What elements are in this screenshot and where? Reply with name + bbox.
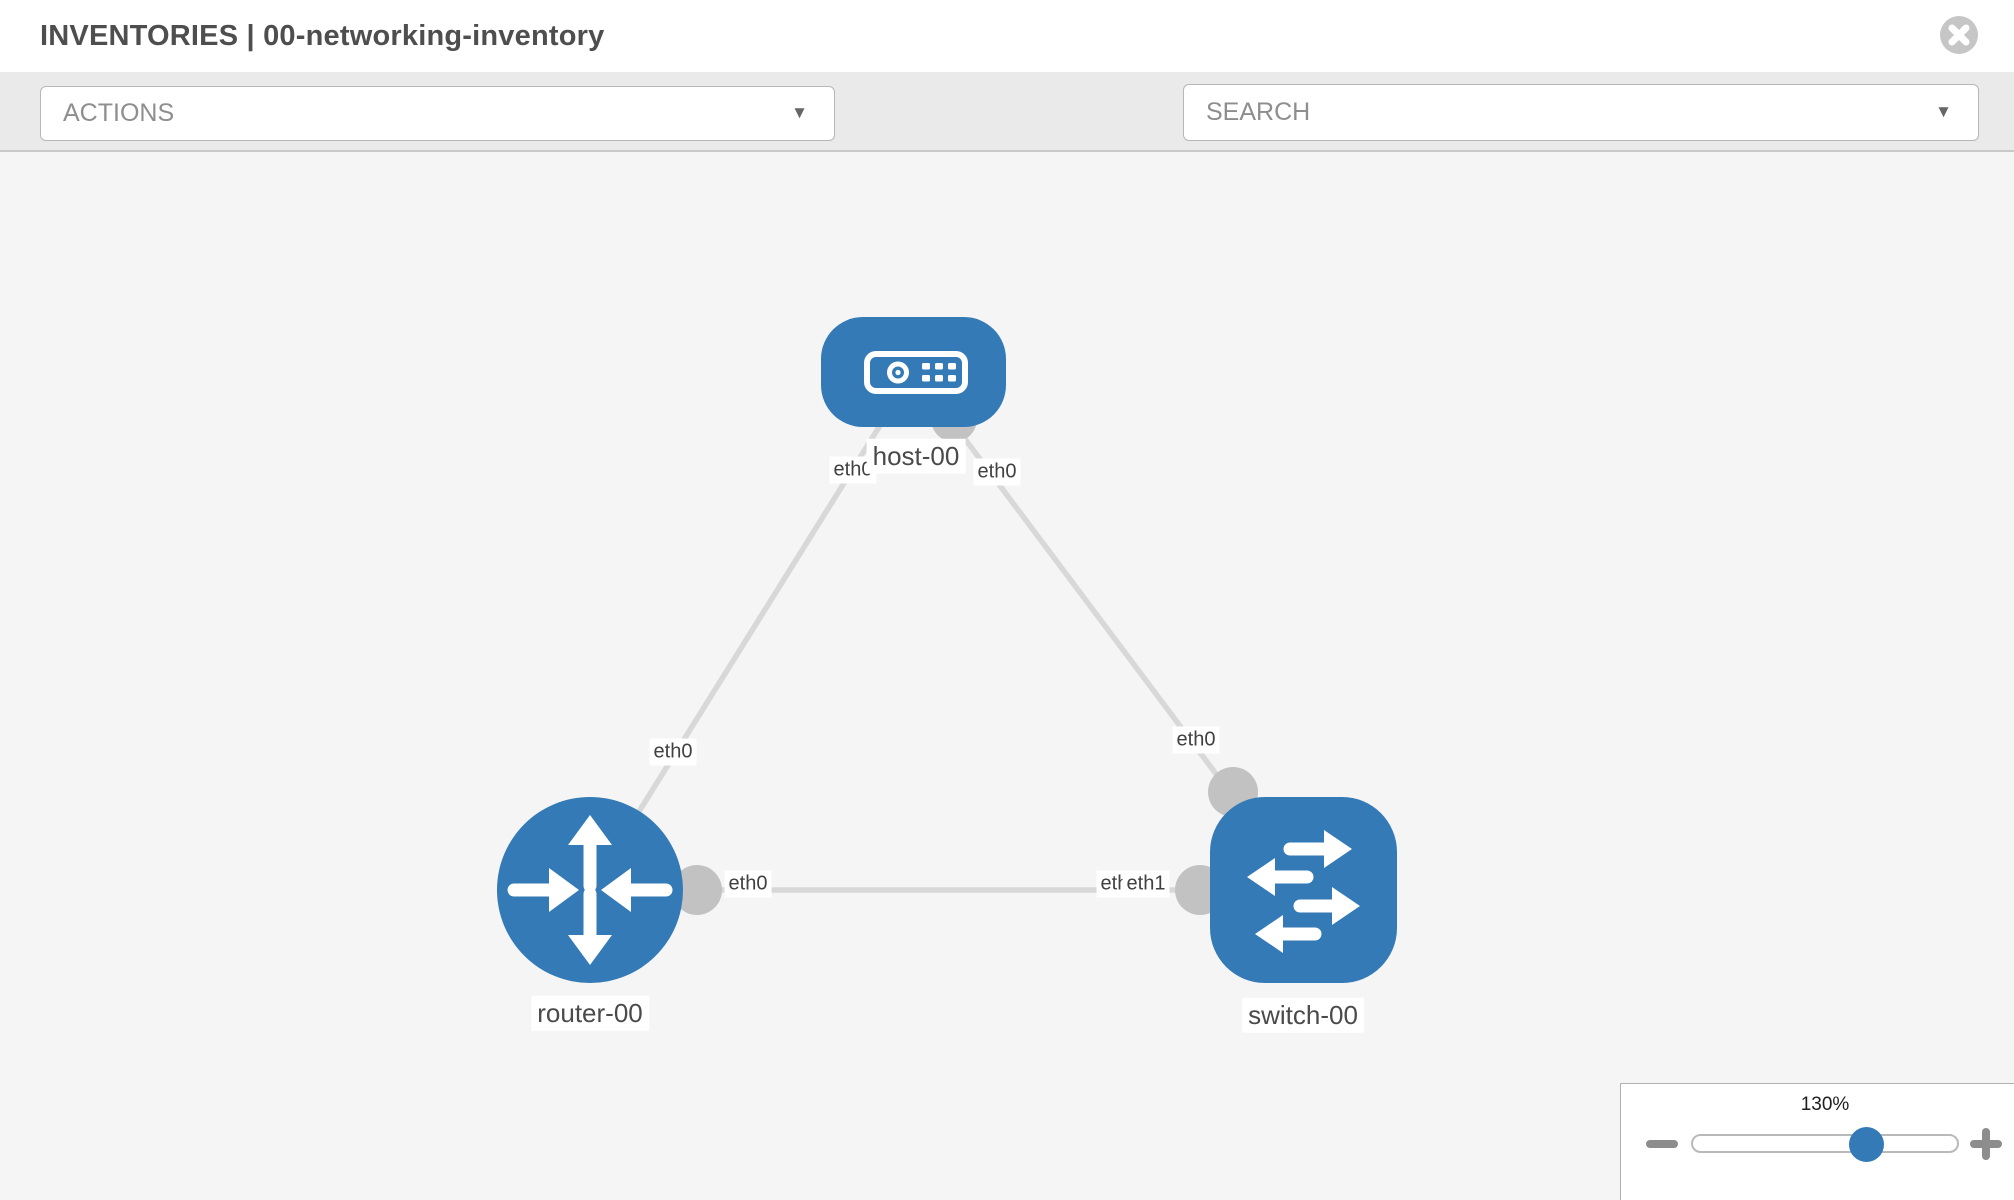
zoom-level-label: 130%	[1800, 1094, 1850, 1115]
host-icon	[864, 351, 968, 394]
actions-dropdown[interactable]: ACTIONS ▼	[40, 86, 835, 141]
topology-svg	[497, 317, 1397, 983]
toolbar: ACTIONS ▼ SEARCH ▼	[0, 72, 2014, 206]
zoom-slider-thumb[interactable]	[1849, 1127, 1884, 1162]
switch-icon	[1247, 830, 1360, 953]
iface-label-router-right: eth0	[724, 870, 772, 898]
node-label-router: router-00	[531, 995, 649, 1031]
node-label-host: host-00	[866, 438, 966, 474]
interface-circle-router-right	[672, 865, 722, 915]
search-dropdown[interactable]: SEARCH ▼	[1183, 84, 1979, 141]
header: INVENTORIES | 00-networking-inventory	[0, 0, 2014, 72]
actions-dropdown-label: ACTIONS	[63, 99, 175, 127]
page-title: INVENTORIES | 00-networking-inventory	[40, 20, 605, 52]
router-icon	[507, 815, 673, 965]
iface-label-switch-top: eth0	[1172, 726, 1220, 754]
zoom-slider-track[interactable]	[1691, 1127, 1959, 1162]
node-host-00[interactable]	[821, 317, 1006, 427]
zoom-in-icon[interactable]	[1968, 1126, 2004, 1162]
iface-label-switch-left: eth1	[1122, 870, 1170, 898]
zoom-panel: 130%	[1620, 1083, 2014, 1200]
chevron-down-icon: ▼	[1935, 101, 1952, 121]
zoom-out-icon[interactable]	[1644, 1126, 1680, 1162]
iface-label-host-right: eth0	[973, 458, 1021, 486]
iface-label-router-top: eth0	[649, 738, 697, 766]
node-switch-00[interactable]	[1210, 797, 1397, 983]
chevron-down-icon: ▼	[791, 102, 808, 122]
interface-circles	[672, 396, 1258, 915]
search-dropdown-label: SEARCH	[1206, 98, 1311, 126]
node-router-00[interactable]	[497, 797, 683, 983]
topology-canvas[interactable]: eth0 host-00 eth0 eth0 eth0 eth0 eth0 et…	[0, 152, 2014, 1200]
close-icon[interactable]	[1940, 16, 1978, 54]
node-label-switch: switch-00	[1242, 997, 1364, 1033]
